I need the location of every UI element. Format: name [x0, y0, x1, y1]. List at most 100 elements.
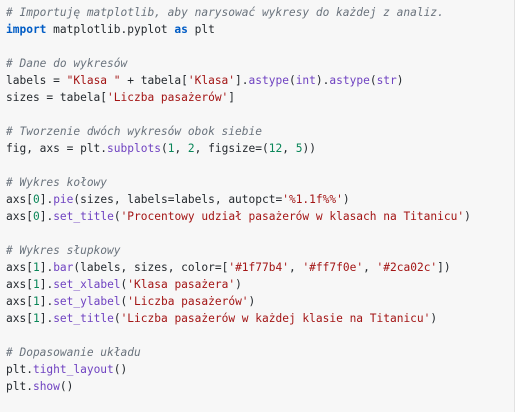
code-token-plain: )	[430, 312, 438, 325]
code-token-plain: ()	[113, 363, 128, 376]
code-token-keyword: as	[174, 23, 188, 36]
code-token-plain: (	[160, 142, 168, 155]
code-token-plain: (	[120, 278, 128, 291]
code-token-string: 'Liczba pasażerów'	[107, 91, 229, 104]
code-token-plain: ].	[39, 278, 54, 291]
code-line: # Dane do wykresów	[6, 55, 514, 72]
code-line: axs[1].bar(labels, sizes, color=['#1f77b…	[6, 259, 514, 276]
code-line: axs[1].set_title('Liczba pasażerów w każ…	[6, 310, 514, 327]
code-token-string: '#1f77b4'	[228, 261, 289, 274]
code-token-plain: axs[	[6, 261, 33, 274]
code-token-number: 1	[32, 312, 40, 325]
code-token-plain: (	[113, 312, 121, 325]
code-token-number: 1	[32, 261, 40, 274]
code-token-func: int	[295, 74, 316, 87]
blank-line	[6, 38, 514, 55]
code-token-plain: ()	[59, 380, 74, 393]
code-token-plain: ].	[235, 74, 249, 87]
code-token-string: 'Liczba pasażerów'	[127, 295, 249, 308]
code-token-string: "Klasa "	[66, 74, 121, 87]
code-token-plain: plt.	[6, 363, 33, 376]
code-token-plain: plt.	[6, 380, 33, 393]
code-line: axs[1].set_ylabel('Liczba pasażerów')	[6, 293, 514, 310]
code-token-plain: axs[	[6, 295, 33, 308]
code-token-number: 5	[295, 142, 303, 155]
code-line: axs[1].set_xlabel('Klasa pasażera')	[6, 276, 514, 293]
code-token-comment: # Importuję matplotlib, aby narysować wy…	[6, 6, 444, 19]
code-token-func: str	[376, 74, 397, 87]
code-lines: # Importuję matplotlib, aby narysować wy…	[6, 4, 514, 395]
code-token-plain: + tabela[	[120, 74, 188, 87]
code-token-plain: ])	[437, 261, 451, 274]
code-token-comment: # Tworzenie dwóch wykresów obok siebie	[6, 125, 262, 138]
code-line: # Tworzenie dwóch wykresów obok siebie	[6, 123, 514, 140]
blank-line	[6, 225, 514, 242]
code-token-plain: ,	[282, 142, 296, 155]
code-token-plain: ].	[39, 261, 54, 274]
blank-line	[6, 157, 514, 174]
code-token-number: 2	[187, 142, 195, 155]
code-token-string: '%1.1f%%'	[282, 193, 343, 206]
code-token-plain: (	[120, 295, 128, 308]
code-token-plain: )	[396, 74, 404, 87]
code-token-plain: sizes = tabela[	[6, 91, 108, 104]
code-token-number: 1	[167, 142, 175, 155]
code-token-plain: (	[113, 210, 121, 223]
code-token-plain: axs[	[6, 193, 33, 206]
code-token-plain: labels =	[6, 74, 67, 87]
code-token-plain: axs[	[6, 278, 33, 291]
code-token-plain: ].	[39, 295, 54, 308]
code-token-plain: ,	[174, 142, 188, 155]
code-line: sizes = tabela['Liczba pasażerów']	[6, 89, 514, 106]
code-token-string: 'Procentowy udział pasażerów w klasach n…	[120, 210, 465, 223]
code-token-plain: ]	[228, 91, 236, 104]
code-token-func: set_title	[53, 312, 114, 325]
code-token-comment: # Wykres kołowy	[6, 176, 108, 189]
code-token-string: '#ff7f0e'	[302, 261, 364, 274]
blank-line	[6, 327, 514, 344]
code-token-func: subplots	[107, 142, 161, 155]
code-token-func: set_ylabel	[53, 295, 121, 308]
code-token-plain: )	[464, 210, 471, 223]
code-token-plain: ].	[39, 210, 54, 223]
code-token-plain: ].	[39, 193, 54, 206]
code-token-func: astype	[248, 74, 289, 87]
code-token-plain: ,	[288, 261, 303, 274]
code-token-plain: ,	[363, 261, 377, 274]
code-token-plain: )	[248, 295, 256, 308]
code-token-number: 1	[32, 295, 40, 308]
blank-line	[6, 106, 514, 123]
code-line: # Wykres słupkowy	[6, 242, 514, 259]
code-token-plain: (	[369, 74, 377, 87]
code-line: # Dopasowanie układu	[6, 344, 514, 361]
code-token-plain: plt	[187, 23, 215, 36]
code-token-number: 12	[268, 142, 283, 155]
code-token-plain: (	[288, 74, 296, 87]
code-line: # Wykres kołowy	[6, 174, 514, 191]
code-token-number: 1	[32, 278, 40, 291]
code-token-plain: axs[	[6, 312, 33, 325]
code-token-plain: axs[	[6, 210, 33, 223]
code-line: axs[0].pie(sizes, labels=labels, autopct…	[6, 191, 514, 208]
code-line: plt.tight_layout()	[6, 361, 514, 378]
code-token-string: '#2ca02c'	[376, 261, 438, 274]
code-token-number: 0	[32, 210, 40, 223]
code-token-comment: # Dopasowanie układu	[6, 346, 141, 359]
code-token-plain: (sizes, labels=labels, autopct=	[73, 193, 283, 206]
code-token-func: set_title	[53, 210, 114, 223]
code-token-plain: ].	[39, 312, 54, 325]
code-token-func: show	[32, 380, 60, 393]
code-token-plain: , figsize=(	[194, 142, 269, 155]
code-token-keyword: import	[6, 23, 47, 36]
code-line: labels = "Klasa " + tabela['Klasa'].asty…	[6, 72, 514, 89]
code-token-plain: )	[342, 193, 350, 206]
code-token-string: 'Klasa'	[187, 74, 236, 87]
code-token-func: pie	[53, 193, 74, 206]
code-token-plain: ))	[302, 142, 316, 155]
code-token-plain: ).	[315, 74, 330, 87]
code-token-comment: # Wykres słupkowy	[6, 244, 121, 257]
code-line: fig, axs = plt.subplots(1, 2, figsize=(1…	[6, 140, 514, 157]
code-line: import matplotlib.pyplot as plt	[6, 21, 514, 38]
code-token-plain: )	[235, 278, 242, 291]
